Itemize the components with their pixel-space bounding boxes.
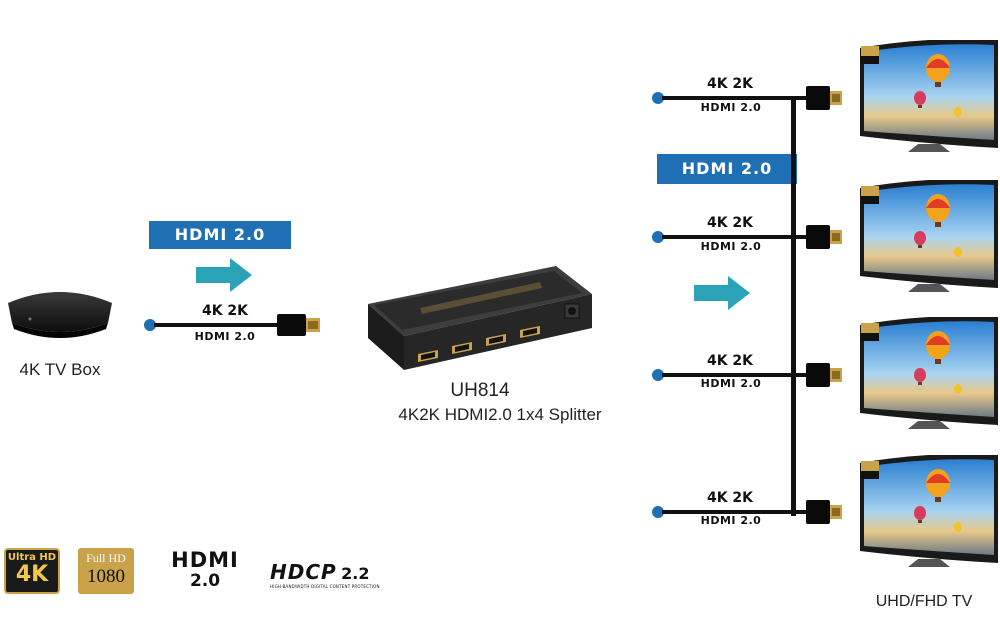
splitter-device-image [360, 258, 600, 378]
input-cable [140, 310, 340, 340]
output-cable-2 [650, 222, 850, 252]
output-cable-1-label-bottom: HDMI 2.0 [700, 101, 762, 114]
full-hd-1080-logo: Full HD 1080 [78, 548, 134, 594]
output-cable-3-label-bottom: HDMI 2.0 [700, 377, 762, 390]
tv-image-1 [858, 39, 1000, 155]
output-cable-2-label-bottom: HDMI 2.0 [700, 240, 762, 253]
output-trunk-line [791, 97, 796, 516]
output-cable-1-label-top: 4K 2K [706, 76, 754, 92]
tv-image-3 [858, 316, 1000, 432]
output-cable-1 [650, 83, 850, 113]
output-arrow-icon [694, 276, 750, 315]
input-arrow-icon [196, 258, 252, 297]
tv-box-image [0, 285, 120, 345]
hdcp-2-2-logo: HDCP 2.2 HIGH-BANDWIDTH DIGITAL CONTENT … [270, 560, 430, 589]
ultra-hd-logo-top: Ultra HD [7, 552, 57, 563]
output-cable-2-label-top: 4K 2K [706, 215, 754, 231]
ultra-hd-4k-logo: Ultra HD 4K [4, 548, 60, 594]
output-hdmi-badge: HDMI 2.0 [657, 154, 797, 184]
tv-image-2 [858, 179, 1000, 295]
hdmi-2-0-logo: HDMI 2.0 [155, 549, 255, 591]
hdcp-logo-main: HDCP [270, 560, 337, 584]
tv-image-4 [858, 454, 1000, 570]
input-cable-label-top: 4K 2K [201, 303, 249, 319]
tv-label: UHD/FHD TV [875, 593, 973, 610]
output-cable-4 [650, 497, 850, 527]
hdmi-logo-top: HDMI [171, 548, 239, 572]
output-cable-4-label-top: 4K 2K [706, 490, 754, 506]
output-cable-3 [650, 360, 850, 390]
input-hdmi-badge: HDMI 2.0 [149, 221, 291, 249]
full-hd-logo-bottom: 1080 [87, 566, 125, 587]
hdcp-logo-version: 2.2 [341, 564, 370, 583]
hdmi-logo-bottom: 2.0 [189, 571, 221, 591]
output-cable-3-label-top: 4K 2K [706, 353, 754, 369]
tv-box-label: 4K TV Box [19, 360, 101, 379]
hdcp-logo-sub: HIGH-BANDWIDTH DIGITAL CONTENT PROTECTIO… [270, 584, 380, 589]
ultra-hd-logo-bottom: 4K [15, 562, 49, 587]
splitter-description: 4K2K HDMI2.0 1x4 Splitter [398, 405, 602, 424]
output-cable-4-label-bottom: HDMI 2.0 [700, 514, 762, 527]
full-hd-logo-top: Full HD [86, 551, 126, 565]
splitter-model: UH814 [450, 380, 510, 401]
input-cable-label-bottom: HDMI 2.0 [194, 330, 256, 343]
